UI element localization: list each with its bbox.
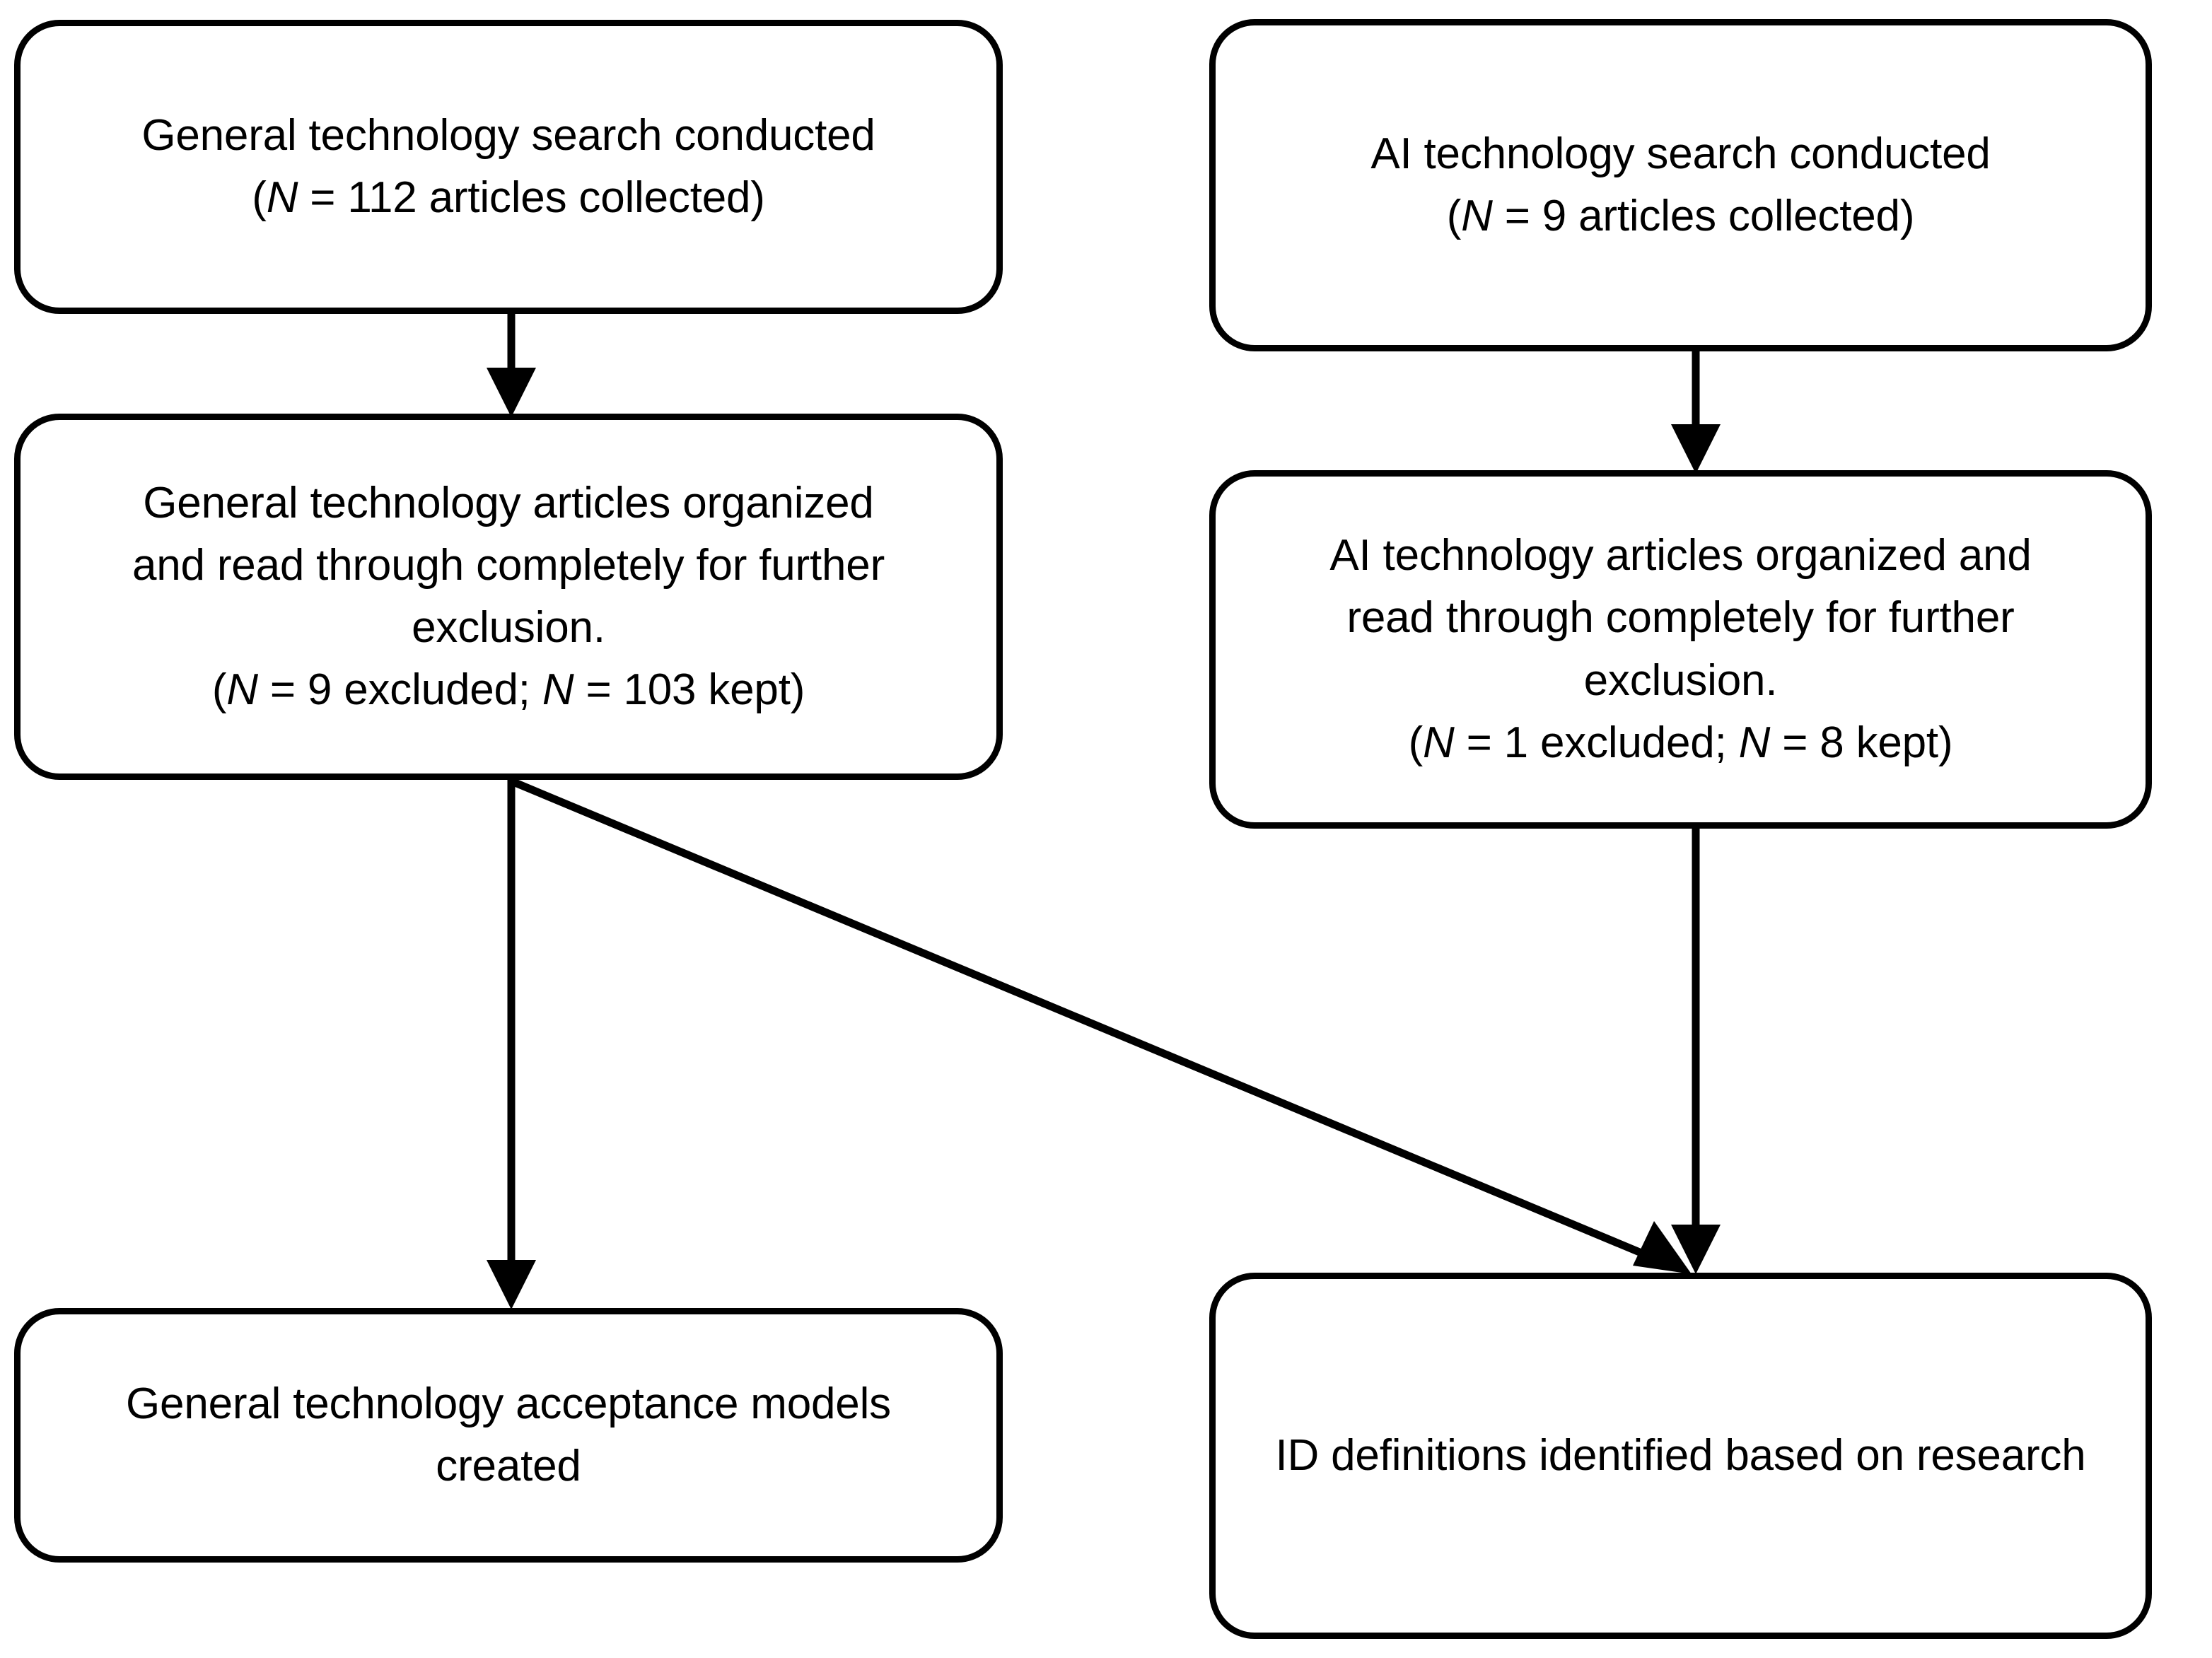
statistic-symbol-n: N (1461, 192, 1493, 240)
edge-general-search-to-general-organized (487, 314, 536, 417)
node-ai-organized[interactable]: AI technology articles organized and rea… (1209, 470, 2152, 829)
statistic-symbol-n: N (226, 665, 258, 715)
node-general-acceptance-models-label: General technology acceptance models cre… (126, 1379, 891, 1490)
node-general-organized[interactable]: General technology articles organized an… (14, 414, 1003, 780)
edge-general-organized-to-general-models (487, 780, 536, 1309)
edge-general-organized-to-id-definitions (511, 778, 1692, 1274)
statistic-symbol-n: N (1738, 718, 1771, 767)
node-ai-organized-label: AI technology articles organized and rea… (1329, 531, 2032, 767)
node-ai-search-label: AI technology search conducted (N = 9 ar… (1370, 129, 1991, 240)
node-general-search[interactable]: General technology search conducted (N =… (14, 20, 1003, 314)
statistic-symbol-n: N (542, 665, 574, 715)
node-id-definitions-label: ID definitions identified based on resea… (1275, 1430, 2086, 1480)
node-general-acceptance-models[interactable]: General technology acceptance models cre… (14, 1308, 1003, 1563)
edge-ai-search-to-ai-organized (1671, 351, 1721, 474)
node-ai-search[interactable]: AI technology search conducted (N = 9 ar… (1209, 19, 2152, 351)
node-general-search-label: General technology search conducted (N =… (141, 110, 875, 222)
statistic-symbol-n: N (266, 173, 298, 222)
edge-ai-organized-to-id-definitions (1671, 829, 1721, 1274)
node-general-organized-label: General technology articles organized an… (132, 478, 885, 715)
statistic-symbol-n: N (1423, 718, 1455, 767)
node-id-definitions[interactable]: ID definitions identified based on resea… (1209, 1273, 2152, 1639)
